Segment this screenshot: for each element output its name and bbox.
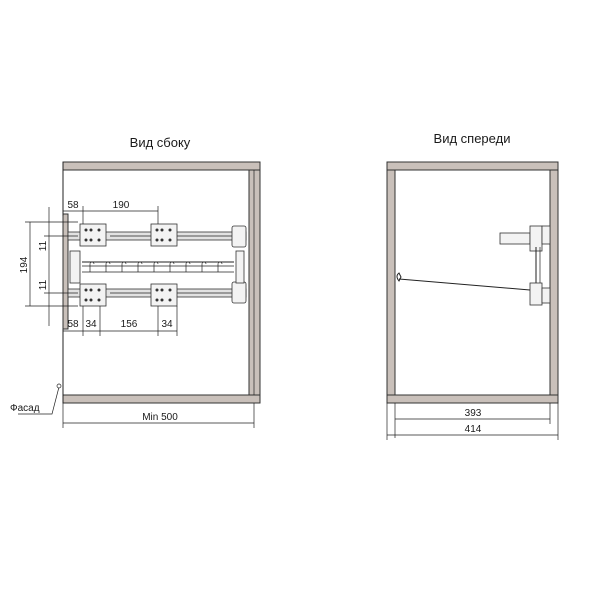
dim-bottom-gap: 34 (85, 319, 97, 330)
dim-bottom-gap-right: 34 (161, 319, 173, 330)
facade-callout: Фасад (10, 383, 62, 415)
pull-out-mechanism (67, 223, 247, 307)
front-cabinet-frame (386, 161, 559, 404)
side-bottom-dimensions: 58 34 156 34 (63, 306, 178, 336)
side-vertical-dimensions: 194 11 11 (19, 207, 78, 326)
dim-inner-width: 393 (465, 408, 482, 419)
facade-label: Фасад (10, 403, 40, 414)
front-mechanism (396, 225, 551, 306)
dim-bottom-offset: 58 (67, 319, 79, 330)
side-depth-dimension: Min 500 (62, 403, 255, 428)
dim-min-depth: Min 500 (142, 412, 178, 423)
mounting-plate-bottom-right (150, 283, 178, 307)
front-width-dimensions: 393 414 (386, 403, 559, 440)
side-view: Вид сбоку (10, 135, 261, 428)
front-view: Вид спереди 393 414 (386, 131, 559, 440)
front-view-title: Вид спереди (434, 131, 511, 146)
dim-top-offset: 58 (67, 200, 79, 211)
dim-height-total: 194 (19, 256, 30, 273)
side-top-dimensions: 58 190 (62, 200, 159, 224)
dim-outer-width: 414 (465, 424, 482, 435)
dim-height-top: 11 (38, 240, 49, 251)
dim-bottom-span: 156 (121, 319, 138, 330)
dim-height-bottom: 11 (38, 279, 49, 290)
dim-top-span: 190 (113, 200, 130, 211)
side-view-title: Вид сбоку (130, 135, 191, 150)
side-cabinet-frame (62, 161, 261, 404)
mounting-plate-top-left (79, 223, 107, 247)
mounting-plate-bottom-left (79, 283, 107, 307)
mounting-plate-top-right (150, 223, 178, 247)
